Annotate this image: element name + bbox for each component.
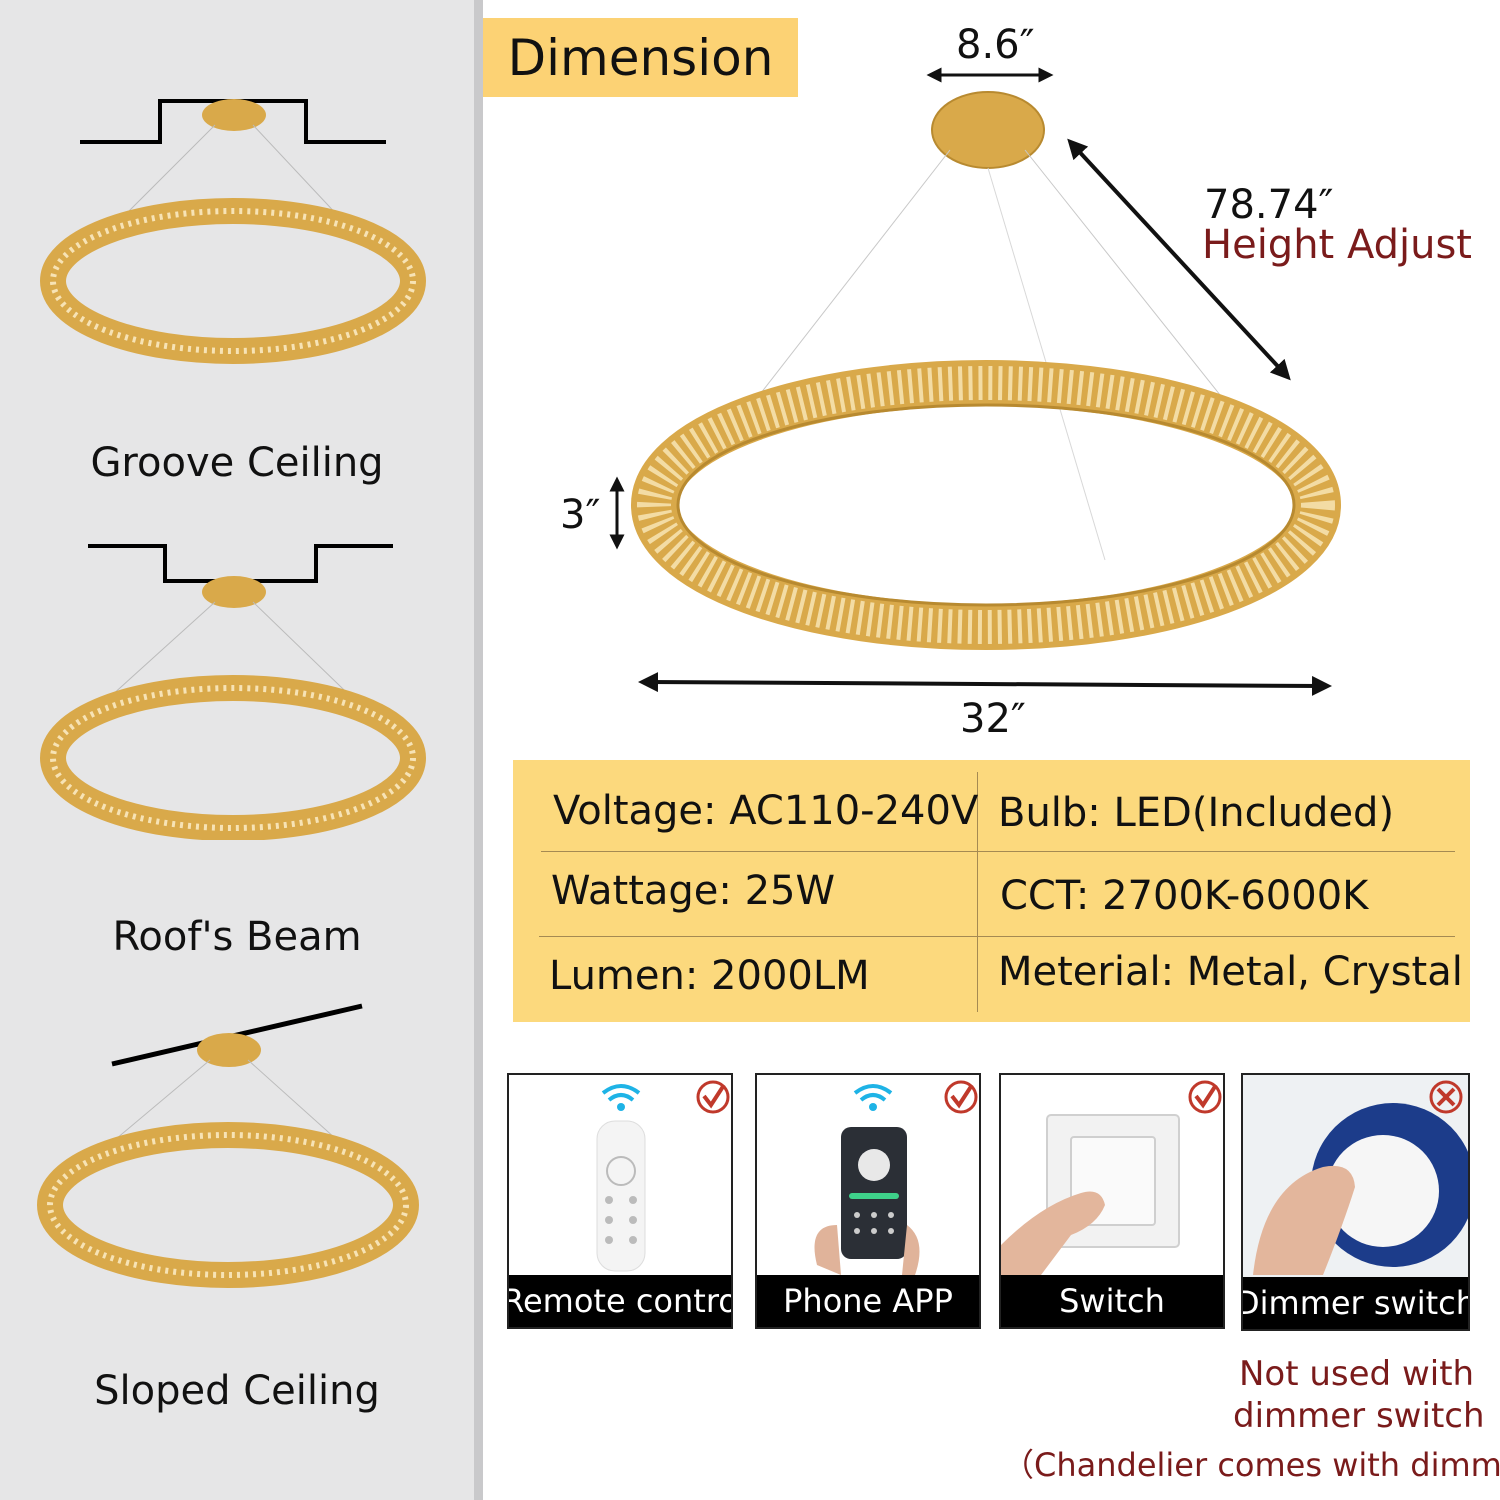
diameter-value: 32″ (960, 696, 1026, 742)
control-dimmer-switch: Dimmer switch (1241, 1073, 1470, 1331)
note-line-3: （Chandelier comes with dimmer) (1002, 1446, 1500, 1484)
mount-roofs-beam (0, 540, 474, 840)
control-phone-app: Phone APP (755, 1073, 981, 1329)
control-remote-label: Remote contro (509, 1275, 731, 1327)
chandelier-dimension-drawing (609, 67, 1341, 696)
sidebar-divider (474, 0, 483, 1500)
spec-table: Voltage: AC110-240V Bulb: LED(Included) … (513, 760, 1470, 1022)
roofs-beam-illustration (40, 544, 426, 840)
spec-material: Meterial: Metal, Crystal (998, 949, 1463, 995)
control-phone-app-label: Phone APP (757, 1275, 979, 1327)
spec-cct: CCT: 2700K-6000K (1000, 873, 1369, 919)
height-value: 78.74″ (1204, 182, 1334, 228)
groove-ceiling-illustration (40, 99, 426, 364)
sloped-ceiling-label: Sloped Ceiling (94, 1368, 380, 1414)
wifi-icon (601, 1084, 641, 1111)
sloped-ceiling-illustration (37, 1003, 419, 1288)
control-remote: Remote contro (507, 1073, 733, 1329)
control-dimmer-switch-label: Dimmer switch (1243, 1277, 1468, 1329)
roofs-beam-label: Roof's Beam (112, 914, 362, 960)
wifi-icon (853, 1084, 893, 1111)
groove-ceiling-label: Groove Ceiling (90, 440, 384, 486)
check-mark-icon (696, 1080, 730, 1114)
mount-groove-ceiling (0, 95, 474, 370)
control-switch: Switch (999, 1073, 1225, 1329)
spec-lumen: Lumen: 2000LM (549, 953, 870, 999)
ring-height-value: 3″ (560, 492, 601, 538)
cross-mark-icon (1429, 1080, 1463, 1114)
spec-wattage: Wattage: 25W (551, 868, 836, 914)
spec-row-divider (539, 936, 1455, 937)
note-line-2: dimmer switch (1233, 1396, 1485, 1436)
spec-column-divider (977, 772, 978, 1012)
height-adjust-label: Height Adjust (1202, 222, 1472, 268)
spec-voltage: Voltage: AC110-240V (553, 788, 979, 834)
mount-sloped-ceiling (0, 1000, 474, 1290)
spec-bulb: Bulb: LED(Included) (998, 790, 1395, 836)
spec-row-divider (541, 851, 1455, 852)
canopy-width-value: 8.6″ (956, 22, 1035, 68)
dimension-title: Dimension (483, 18, 798, 97)
check-mark-icon (944, 1080, 978, 1114)
check-mark-icon (1188, 1080, 1222, 1114)
note-line-1: Not used with (1239, 1354, 1475, 1394)
control-switch-label: Switch (1001, 1275, 1223, 1327)
